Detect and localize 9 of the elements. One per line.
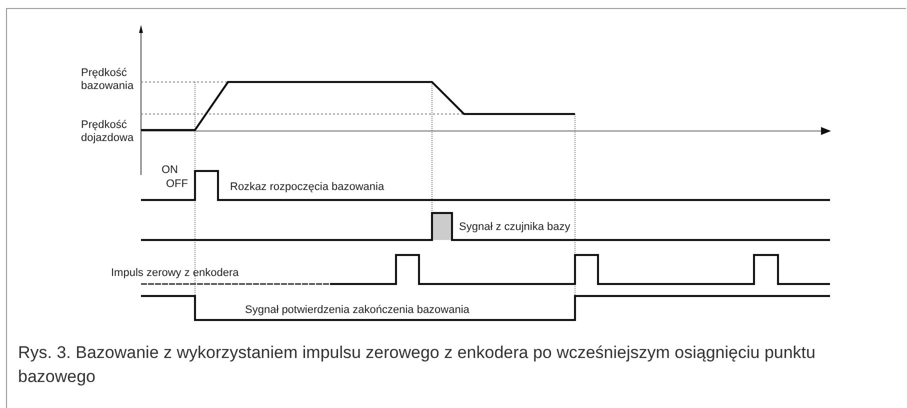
speed-label: Prędkość bazowania: [81, 67, 135, 93]
speed-label: Prędkość dojazdowa: [81, 119, 135, 145]
state-label: ON: [162, 164, 178, 177]
figure-caption: Rys. 3. Bazowanie z wykorzystaniem impulsu zerowego z enkodera po wcześniejszym osiągnięciu punktu bazowego: [18, 342, 816, 388]
signal-label: Impuls zerowy z enkodera: [111, 267, 239, 280]
state-label: OFF: [166, 178, 188, 191]
signal-label: Sygnał potwierdzenia zakończenia bazowania: [245, 304, 470, 317]
signal-label: Rozkaz rozpoczęcia bazowania: [230, 181, 384, 194]
signal-label: Sygnał z czujnika bazy: [459, 221, 570, 234]
